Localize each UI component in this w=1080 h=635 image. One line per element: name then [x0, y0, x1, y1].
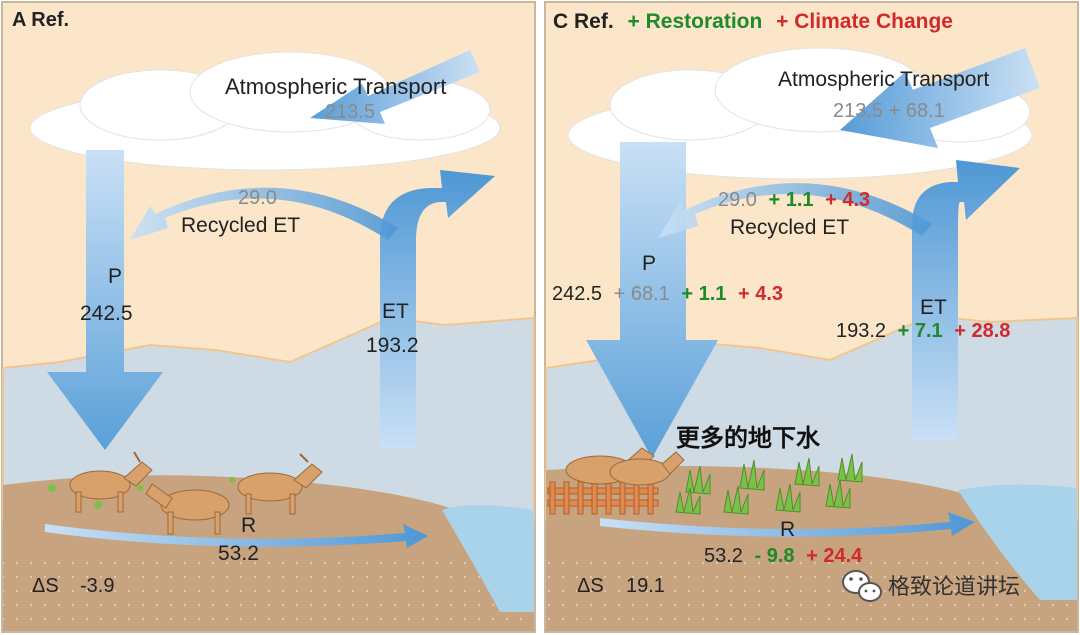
panel-c-atm-label: Atmospheric Transport	[778, 68, 989, 91]
panel-c-recycled-climate: + 4.3	[825, 189, 870, 211]
goat-icon	[609, 451, 685, 486]
panel-c-title-ref: C Ref.	[553, 10, 614, 33]
panel-a-et-value: 193.2	[366, 334, 419, 357]
panel-c-fence	[547, 481, 659, 515]
panel-a-recycled-value: 29.0	[238, 187, 277, 209]
panel-c-title-climate: + Climate Change	[776, 10, 953, 33]
panel-c-atm-value: 213.5 + 68.1	[833, 100, 945, 122]
panel-a	[1, 1, 536, 633]
panel-c-p-label: P	[642, 252, 656, 275]
grass-icon	[675, 487, 701, 515]
panel-c-title-restoration: + Restoration	[628, 10, 763, 33]
panel-c-goats	[565, 447, 685, 486]
panel-c-recycled-restoration: + 1.1	[769, 189, 814, 211]
panel-c	[544, 1, 1079, 633]
panel-a-recycled-label: Recycled ET	[181, 214, 300, 237]
panel-c-recycled-base: 29.0	[718, 189, 757, 211]
panel-c-groundwater-dots	[546, 560, 1077, 631]
panel-c-overlay-text: 更多的地下水	[676, 424, 821, 452]
panel-c-p-values: 242.5 + 68.1 + 1.1 + 4.3	[552, 283, 783, 305]
panel-c-recycled-label: Recycled ET	[730, 216, 849, 239]
panel-a-sprouts	[48, 477, 235, 509]
panel-c-recycled-arrow	[658, 183, 932, 238]
panel-c-r-values: 53.2 - 9.8 + 24.4	[704, 545, 863, 567]
panel-c-recycled-values: 29.0 + 1.1 + 4.3	[718, 189, 870, 211]
panel-c-r-climate: + 24.4	[806, 545, 863, 567]
panel-a-atm-label: Atmospheric Transport	[225, 74, 446, 99]
grass-icon	[775, 483, 801, 513]
panel-c-labels: C Ref. + Restoration + Climate Change At…	[552, 10, 1010, 597]
panel-a-r-label: R	[241, 514, 256, 537]
grass-icon	[685, 465, 711, 495]
panel-c-et-restoration: + 7.1	[898, 320, 943, 342]
panel-a-atm-arrow	[310, 50, 480, 124]
panel-a-atm-value: 213.5	[325, 101, 375, 123]
panel-c-atm-arrow	[840, 48, 1040, 148]
panel-c-ds-label: ΔS	[577, 575, 604, 597]
panel-c-r-label: R	[780, 518, 795, 541]
panel-c-lake	[958, 484, 1077, 600]
grass-icon	[723, 485, 749, 515]
panel-c-grass	[675, 453, 863, 515]
grass-icon	[837, 453, 863, 483]
grass-icon	[794, 457, 820, 487]
panel-a-title: A Ref.	[12, 9, 69, 31]
wechat-icon	[842, 570, 882, 602]
panel-a-labels: A Ref. Atmospheric Transport 213.5 29.0 …	[12, 9, 446, 597]
panel-a-p-label: P	[108, 265, 122, 288]
panel-c-et-values: 193.2 + 7.1 + 28.8	[836, 320, 1010, 342]
panel-c-et-label: ET	[920, 296, 947, 319]
panel-c-p-transport: + 68.1	[614, 283, 670, 305]
panel-c-et-base: 193.2	[836, 320, 886, 342]
panel-a-et-arrow	[380, 170, 495, 448]
panel-a-goats	[69, 451, 323, 535]
panel-a-p-value: 242.5	[80, 302, 133, 325]
panel-a-ds-label: ΔS	[32, 575, 59, 597]
panel-a-ds-value: -3.9	[80, 575, 114, 597]
panel-c-et-climate: + 28.8	[954, 320, 1010, 342]
panel-a-r-arrow	[45, 524, 428, 548]
panel-a-groundwater-dots	[3, 550, 534, 631]
panel-c-r-arrow	[600, 512, 975, 537]
panel-a-p-arrow	[47, 150, 163, 450]
panel-c-p-base: 242.5	[552, 283, 602, 305]
panel-c-p-restoration: + 1.1	[681, 283, 726, 305]
grass-icon	[739, 459, 765, 491]
panel-c-p-climate: + 4.3	[738, 283, 783, 305]
panel-a-r-value: 53.2	[218, 542, 259, 565]
panel-c-ds-value: 19.1	[626, 575, 665, 597]
watermark-text: 格致论道讲坛	[888, 575, 1020, 600]
goat-icon	[69, 451, 153, 513]
panel-a-et-label: ET	[382, 300, 409, 323]
panel-c-title: C Ref. + Restoration + Climate Change	[553, 10, 953, 33]
panel-a-recycled-arrow	[130, 187, 398, 240]
panel-c-et-arrow	[912, 160, 1020, 440]
goat-icon	[237, 453, 323, 515]
panel-a-lake	[442, 505, 534, 612]
watermark: 格致论道讲坛	[842, 570, 1020, 602]
panel-c-r-restoration: - 9.8	[755, 545, 795, 567]
panel-c-r-base: 53.2	[704, 545, 743, 567]
grass-icon	[825, 479, 851, 509]
goat-icon	[145, 483, 230, 535]
